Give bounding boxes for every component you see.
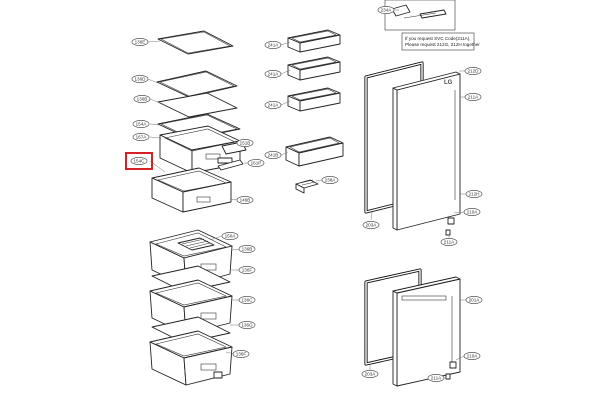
door-basket-2	[287, 56, 341, 81]
egg-tray	[295, 179, 319, 194]
callout-201a[interactable]: 201A	[465, 296, 483, 304]
svg-text:136G: 136G	[241, 323, 253, 328]
door-basket-3	[287, 87, 341, 112]
callout-211a-lower[interactable]: 211A	[427, 374, 445, 382]
svc-note: If you request SVC Code(211A), Please re…	[401, 32, 480, 51]
door-basket-4	[285, 136, 344, 167]
svg-text:212H: 212H	[469, 192, 480, 197]
svg-text:167A: 167A	[136, 135, 148, 140]
svg-text:136B: 136B	[137, 97, 148, 102]
svg-text:241A: 241A	[268, 43, 280, 48]
callout-146b[interactable]: 146B	[236, 196, 254, 204]
top-hinge-assembly	[384, 0, 456, 31]
svg-text:212D: 212D	[468, 69, 480, 74]
callout-238a[interactable]: 238A	[321, 176, 339, 184]
callout-150a[interactable]: 150A	[221, 232, 239, 240]
svg-text:161P: 161P	[251, 161, 262, 166]
svg-text:210A: 210A	[467, 210, 479, 215]
svg-text:203A: 203A	[365, 372, 377, 377]
svg-text:241A: 241A	[268, 72, 280, 77]
callout-203a-lower[interactable]: 203A	[361, 370, 379, 378]
door-basket-1	[287, 29, 341, 53]
svg-text:154C: 154C	[134, 159, 146, 164]
callout-136b-shelf[interactable]: 136B	[133, 95, 151, 103]
svg-text:241B: 241B	[268, 153, 279, 158]
callout-154a[interactable]: 154A	[132, 120, 150, 128]
lg-logo: LG	[444, 80, 453, 86]
svg-text:201A: 201A	[469, 298, 481, 303]
door-lower	[392, 276, 461, 387]
glass-shelf-2	[156, 70, 238, 98]
svg-text:136E: 136E	[135, 40, 146, 45]
callout-136d[interactable]: 136D	[131, 75, 149, 83]
highlight-box	[125, 152, 153, 170]
callout-203a-upper[interactable]: 203A	[362, 221, 380, 229]
callout-210a-lower[interactable]: 210A	[463, 352, 481, 360]
svg-text:234A: 234A	[381, 8, 393, 13]
callout-212h[interactable]: 212H	[465, 190, 483, 198]
callout-212d[interactable]: 212D	[464, 67, 482, 75]
freezer-bin-3	[149, 330, 233, 386]
freezer-bin-2	[149, 279, 233, 335]
callout-210a-upper[interactable]: 210A	[463, 208, 481, 216]
callout-151b[interactable]: 151B	[236, 139, 254, 147]
callout-234a[interactable]: 234A	[377, 6, 395, 14]
drawer-slide-rail	[217, 159, 244, 171]
svg-text:211A: 211A	[444, 240, 455, 245]
svg-text:210A: 210A	[467, 354, 479, 359]
svg-text:151B: 151B	[240, 141, 251, 146]
callout-211a-hinge[interactable]: 211A	[440, 238, 458, 246]
svg-text:203A: 203A	[366, 223, 378, 228]
callout-241a-1[interactable]: 241A	[264, 41, 282, 49]
svc-note-line-1: If you request SVC Code(211A),	[405, 36, 471, 41]
svg-text:238A: 238A	[325, 178, 337, 183]
callout-167a[interactable]: 167A	[132, 133, 150, 141]
callout-136b-bin[interactable]: 136B	[238, 245, 256, 253]
drawer-lower	[151, 167, 232, 213]
svg-text:136F: 136F	[242, 268, 253, 273]
svg-text:136D: 136D	[135, 77, 147, 82]
svg-text:211A: 211A	[431, 376, 442, 381]
callout-241a-2[interactable]: 241A	[264, 70, 282, 78]
svg-text:136B: 136B	[242, 247, 253, 252]
svg-text:211A: 211A	[468, 95, 479, 100]
callout-154c-highlighted[interactable]: 154C	[130, 157, 148, 165]
callout-136g[interactable]: 136G	[238, 321, 256, 329]
glass-shelf-top	[157, 30, 234, 55]
door-hinge-upper	[445, 217, 455, 236]
svc-note-line-2: Please request 212G, 212H together	[405, 42, 480, 47]
callout-241a-3[interactable]: 241A	[264, 101, 282, 109]
callout-161p[interactable]: 161P	[247, 159, 265, 167]
svg-text:136F: 136F	[236, 352, 247, 357]
callout-136f-lower[interactable]: 136F	[232, 350, 250, 358]
callout-136c[interactable]: 136C	[238, 296, 256, 304]
callout-211a-door[interactable]: 211A	[464, 93, 482, 101]
svg-text:241A: 241A	[268, 103, 280, 108]
svg-text:136C: 136C	[242, 298, 254, 303]
door-upper: LG	[392, 71, 461, 231]
leader-lines	[147, 9, 466, 379]
svg-text:146B: 146B	[240, 198, 251, 203]
door-hinge-lower	[445, 361, 457, 380]
callout-241b[interactable]: 241B	[264, 151, 282, 159]
glass-shelf-3	[157, 92, 238, 118]
callout-136f-upper[interactable]: 136F	[238, 266, 256, 274]
callout-136e[interactable]: 136E	[131, 38, 149, 46]
svg-text:150A: 150A	[225, 234, 237, 239]
svg-text:154A: 154A	[136, 122, 148, 127]
